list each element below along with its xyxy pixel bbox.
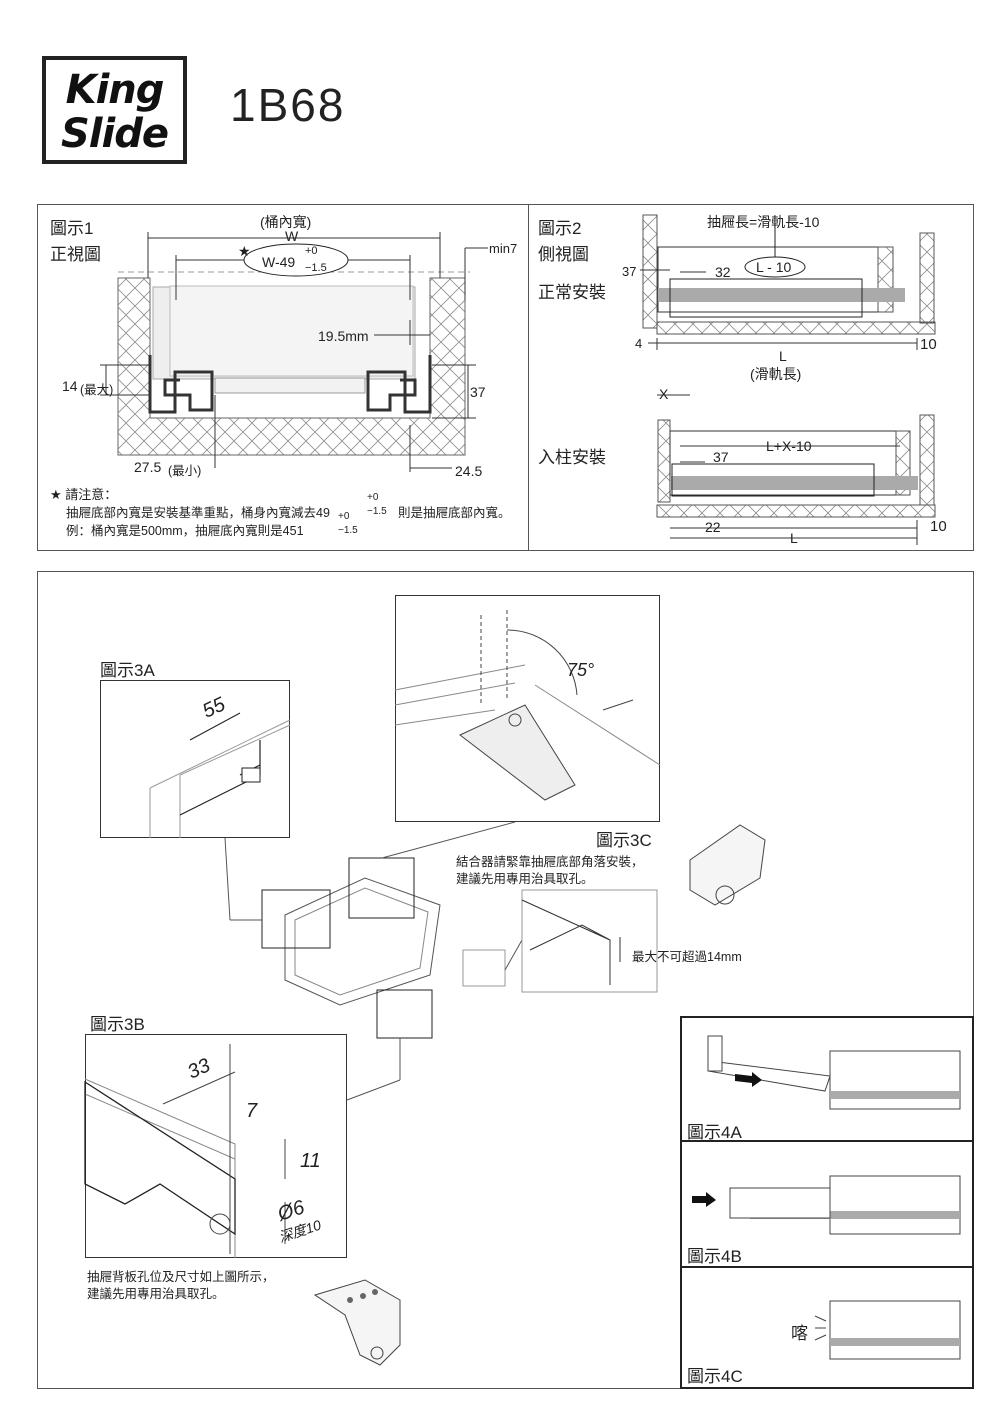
fig3b-dim-7: 7	[246, 1100, 258, 1122]
dim-14: 14	[62, 378, 78, 394]
top-formula: 抽屜長=滑軌長-10	[707, 214, 820, 230]
dim-l-x-10: L+X-10	[766, 438, 812, 454]
note-line1b: 則是抽屜底部內寬。	[398, 506, 511, 520]
fig3b-dim-11: 11	[300, 1150, 321, 1172]
note2-tol-plus: +0	[338, 511, 350, 522]
dim-27-5: 27.5	[134, 459, 162, 475]
tol-minus: −1.5	[305, 262, 327, 274]
fig4b-title: 圖示4B	[687, 1247, 742, 1266]
fig2-inset-install: 入柱安裝	[538, 448, 606, 467]
l-minus-10: L - 10	[756, 259, 792, 275]
fig3c-title: 圖示3C	[596, 831, 652, 850]
dim-L-inset: L	[790, 530, 798, 546]
model-number: 1B68	[230, 79, 346, 131]
dim-4: 4	[635, 336, 643, 351]
min7-label: min7	[489, 241, 518, 256]
note-line2a: 例：桶內寬是500mm，抽屜底內寬則是451	[66, 524, 304, 538]
formula-main: W-49	[262, 254, 296, 270]
fig3b-note2: 建議先用專用治具取孔。	[87, 1287, 225, 1301]
fig2-title: 圖示2	[538, 219, 582, 238]
dim-24-5: 24.5	[455, 463, 483, 479]
tol-plus: +0	[305, 245, 318, 257]
dim-32: 32	[715, 264, 731, 280]
dim-L: L	[779, 348, 787, 364]
fig4-divider-1	[680, 1140, 974, 1142]
fig4-drawings	[692, 1035, 961, 1360]
dim-19-5: 19.5mm	[318, 328, 369, 344]
top-panel	[37, 204, 974, 551]
max-14mm: 最大不可超過14mm	[632, 950, 742, 964]
dim-x: X	[659, 386, 669, 402]
star-mark: ★	[238, 243, 251, 259]
fig4a-title: 圖示4A	[687, 1123, 742, 1142]
fig3a-frame	[100, 680, 290, 838]
max-label: (最大)	[80, 383, 114, 397]
dim-10-inset: 10	[930, 518, 947, 535]
fig1-front-view-drawing	[100, 232, 488, 472]
dim-37-inset: 37	[713, 449, 729, 465]
slide-length-label: (滑軌長)	[750, 366, 802, 382]
note-tol-minus: −1.5	[367, 506, 387, 517]
fig1-subtitle: 正視圖	[50, 245, 101, 264]
fig2-side-view-drawing	[640, 214, 936, 545]
fig3a-drawing	[149, 712, 291, 838]
fig3a-title: 圖示3A	[100, 661, 155, 680]
fig3c-note1: 結合器請緊靠抽屜底部角落安裝，	[456, 855, 644, 869]
fig3-angle: 75°	[567, 660, 595, 680]
inner-width-label: (桶內寬)	[260, 214, 312, 230]
fig4c-click-sound: 喀	[791, 1324, 808, 1343]
note2-tol-minus: −1.5	[338, 525, 358, 536]
connector-bracket-drawing	[313, 1279, 401, 1366]
bottom-panel	[37, 571, 974, 1389]
panel-divider	[528, 204, 529, 551]
dim-37-normal: 37	[622, 264, 637, 279]
w-label: W	[285, 228, 299, 244]
fig3c-note2: 建議先用專用治具取孔。	[456, 872, 594, 886]
fig3b-title: 圖示3B	[90, 1015, 145, 1034]
fig1-title: 圖示1	[50, 219, 94, 238]
kingslide-logo: King Slide	[42, 56, 187, 164]
logo-line-1: King	[65, 67, 165, 113]
fig3b-note1: 抽屜背板孔位及尺寸如上圖所示，	[87, 1270, 275, 1284]
fig2-normal-install: 正常安裝	[538, 283, 606, 302]
fig3b-drawing	[84, 1044, 286, 1258]
min-label: (最小)	[168, 464, 202, 478]
note-tol-plus: +0	[367, 492, 379, 503]
note-line1a: 抽屜底部內寬是安裝基準重點，桶身內寬減去49	[66, 506, 330, 520]
dim-37: 37	[470, 384, 486, 400]
fig4-divider-2	[680, 1266, 974, 1268]
logo-line-2: Slide	[61, 111, 169, 157]
dim-22: 22	[705, 519, 721, 535]
fig3-assembly-drawing	[394, 610, 661, 801]
fig2-subtitle: 側視圖	[538, 245, 589, 264]
note-title: ★ 請注意：	[50, 487, 118, 502]
fig4c-title: 圖示4C	[687, 1367, 743, 1386]
dim-10: 10	[920, 336, 937, 353]
